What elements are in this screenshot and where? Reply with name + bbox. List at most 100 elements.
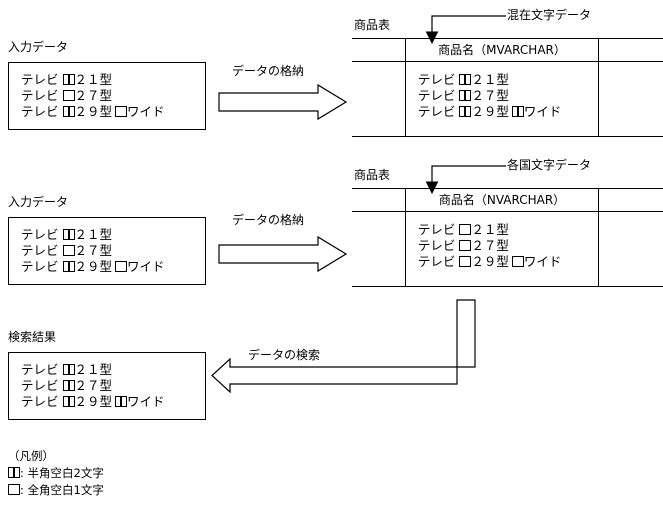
full-width-space-glyph bbox=[511, 256, 524, 267]
data-row: テレビ ２１型 bbox=[418, 72, 598, 88]
table-2-column-header: 商品名（NVARCHAR） bbox=[405, 188, 600, 212]
row-text: テレビ bbox=[21, 362, 59, 377]
row-text: テレビ bbox=[21, 227, 59, 242]
data-row: テレビ ２９型ワイド bbox=[21, 394, 205, 410]
arrow-label-search: データの検索 bbox=[248, 348, 321, 362]
half-width-space-glyph bbox=[121, 396, 128, 407]
row-text: ２１型 bbox=[471, 222, 509, 237]
table-2-caption: 商品表 bbox=[354, 168, 391, 182]
half-width-space-glyph bbox=[62, 106, 69, 117]
legend-entry-half-width: : 半角空白2文字 bbox=[8, 465, 104, 482]
table-1-column-header: 商品名（MVARCHAR） bbox=[405, 38, 600, 62]
table-1-column-header-text: 商品名（MVARCHAR） bbox=[438, 43, 566, 57]
row-text: テレビ bbox=[21, 378, 59, 393]
table-row: 商品名（NVARCHAR） bbox=[352, 188, 663, 212]
data-row: テレビ ２９型ワイド bbox=[21, 259, 205, 275]
arrow-label-store-1: データの格納 bbox=[232, 64, 305, 78]
row-text: ワイド bbox=[127, 394, 165, 409]
table-row: 商品名（MVARCHAR） bbox=[352, 38, 663, 62]
data-row: テレビ ２７型 bbox=[21, 378, 205, 394]
row-text: テレビ bbox=[21, 394, 59, 409]
half-width-space-glyph bbox=[68, 396, 75, 407]
half-width-space-glyph bbox=[68, 261, 75, 272]
row-text: ２７型 bbox=[74, 243, 113, 258]
row-text: テレビ bbox=[417, 254, 456, 269]
half-width-space-glyph bbox=[62, 74, 69, 85]
data-row: テレビ ２７型 bbox=[418, 88, 598, 104]
row-text: ２７型 bbox=[471, 88, 509, 103]
half-width-space-glyph bbox=[68, 74, 75, 85]
data-row: テレビ ２９型ワイド bbox=[418, 104, 598, 120]
row-text: ２７型 bbox=[74, 378, 113, 393]
row-text: テレビ bbox=[21, 104, 59, 119]
row-text: ２１型 bbox=[74, 362, 113, 377]
row-text: ２１型 bbox=[471, 72, 509, 87]
half-width-space-glyph bbox=[459, 106, 466, 117]
data-row: テレビ ２９型ワイド bbox=[21, 104, 205, 120]
full-width-space-glyph bbox=[115, 106, 128, 117]
row-text: ２９型 bbox=[471, 254, 509, 269]
row-text: テレビ bbox=[21, 72, 59, 87]
row-text: ２９型 bbox=[74, 259, 113, 274]
half-width-space-glyph bbox=[68, 380, 75, 391]
arrow-store-2 bbox=[218, 235, 348, 273]
half-width-space-glyph bbox=[511, 106, 518, 117]
row-text: ２９型 bbox=[74, 394, 113, 409]
data-row: テレビ ２７型 bbox=[21, 88, 205, 104]
legend-entry-full-width: : 全角空白1文字 bbox=[8, 482, 104, 499]
row-text: テレビ bbox=[21, 259, 59, 274]
half-width-space-glyph bbox=[115, 396, 122, 407]
table-1-body-spacer-right bbox=[598, 61, 663, 137]
row-text: テレビ bbox=[417, 104, 456, 119]
data-row: テレビ ２１型 bbox=[418, 222, 598, 238]
full-width-space-glyph bbox=[62, 245, 75, 256]
row-text: ワイド bbox=[523, 104, 562, 119]
data-row: テレビ ２１型 bbox=[21, 227, 205, 243]
table-2-column-header-text: 商品名（NVARCHAR） bbox=[438, 193, 566, 207]
data-row: テレビ ２１型 bbox=[21, 362, 205, 378]
row-text: ワイド bbox=[127, 104, 165, 119]
row-text: テレビ bbox=[417, 88, 456, 103]
legend: （凡例） : 半角空白2文字 : 全角空白1文字 bbox=[8, 448, 104, 499]
table-1-header-spacer-right bbox=[598, 38, 663, 62]
half-width-space-glyph bbox=[459, 74, 466, 85]
half-width-space-glyph bbox=[517, 106, 524, 117]
table-1-body-spacer-left bbox=[352, 61, 406, 137]
table-2-header-spacer-right bbox=[598, 188, 663, 212]
search-result-caption: 検索結果 bbox=[8, 330, 57, 344]
full-width-space-glyph bbox=[62, 90, 75, 101]
row-text: ２７型 bbox=[74, 88, 113, 103]
half-width-space-glyph bbox=[459, 90, 466, 101]
half-width-space-glyph bbox=[62, 364, 69, 375]
row-text: テレビ bbox=[417, 222, 456, 237]
half-width-space-glyph bbox=[68, 106, 75, 117]
full-width-space-glyph bbox=[459, 256, 472, 267]
arrow-store-1 bbox=[218, 83, 348, 121]
full-width-space-glyph bbox=[459, 240, 472, 251]
half-width-space-glyph bbox=[465, 74, 472, 85]
half-width-space-glyph bbox=[62, 261, 69, 272]
half-width-space-glyph bbox=[62, 229, 69, 240]
row-text: テレビ bbox=[21, 88, 59, 103]
input-data-2-caption: 入力データ bbox=[8, 195, 69, 209]
row-text: ２１型 bbox=[74, 227, 113, 242]
row-text: ２９型 bbox=[471, 104, 509, 119]
full-width-space-glyph bbox=[459, 224, 472, 235]
row-text: ２９型 bbox=[74, 104, 113, 119]
row-text: ワイド bbox=[127, 259, 165, 274]
row-text: テレビ bbox=[417, 72, 456, 87]
table-1-annotation-leader bbox=[425, 12, 510, 46]
